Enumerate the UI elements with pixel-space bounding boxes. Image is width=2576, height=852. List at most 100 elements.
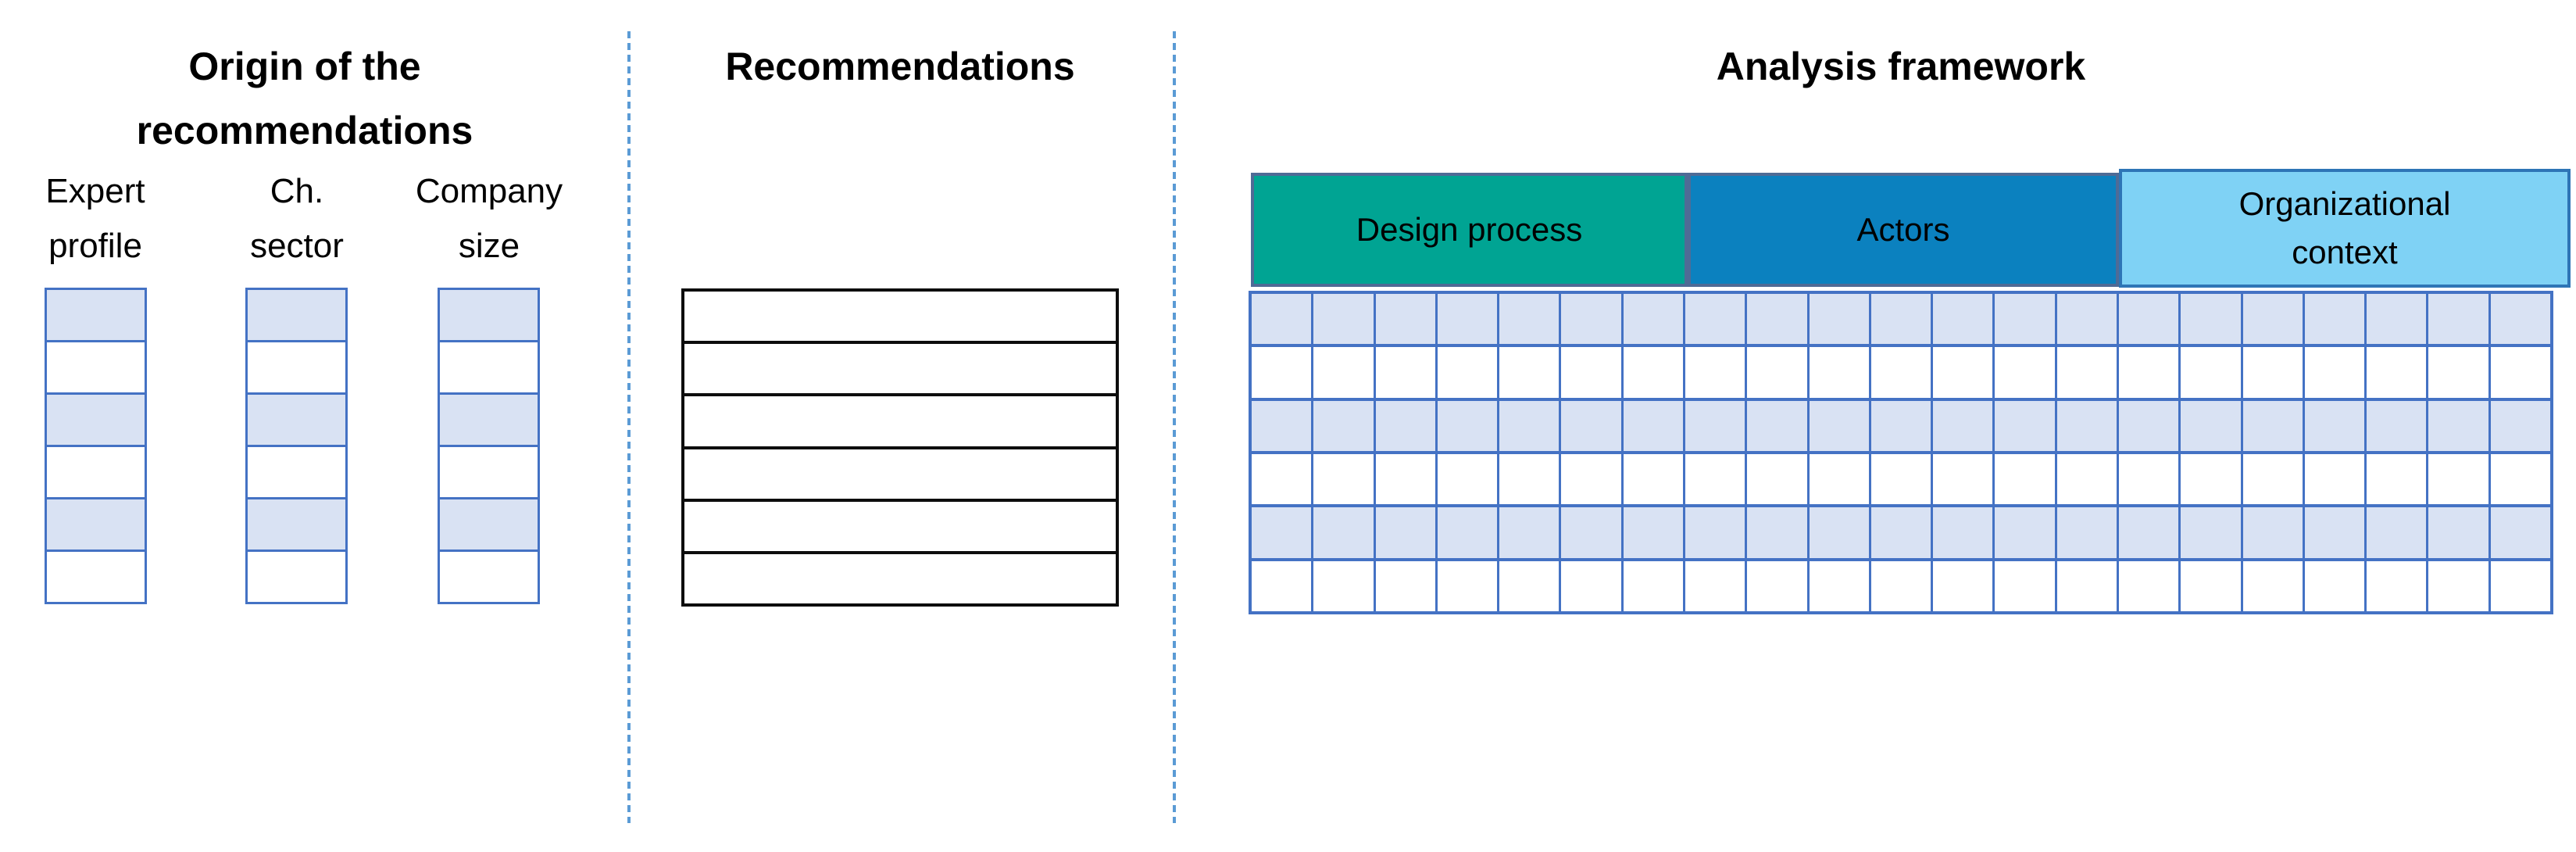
analysis-grid-cell <box>1868 294 1931 345</box>
dashed-separator-left <box>627 31 631 823</box>
origin-column-company-size <box>438 288 540 604</box>
analysis-grid-cell <box>2302 453 2364 505</box>
analysis-grid-cell <box>1434 294 1497 345</box>
analysis-grid-cell <box>2116 294 2178 345</box>
analysis-grid-cell <box>1497 294 1559 345</box>
analysis-grid-cell <box>1252 507 1311 557</box>
column-label-ch-sector: Ch. sector <box>211 164 383 274</box>
analysis-title-text: Analysis framework <box>1716 45 2086 88</box>
analysis-grid-cell <box>2054 560 2117 611</box>
analysis-grid-cell <box>1868 507 1931 558</box>
analysis-grid-cell <box>2364 453 2426 505</box>
analysis-grid-cell <box>1559 453 1620 505</box>
analysis-grid-cell <box>2178 347 2240 398</box>
analysis-grid-row <box>1252 397 2550 451</box>
analysis-grid-cell <box>1868 560 1931 611</box>
analysis-grid-cell <box>1559 560 1620 611</box>
recommendations-row <box>684 341 1116 394</box>
origin-cell <box>440 497 538 550</box>
analysis-grid-cell <box>1620 453 1683 505</box>
recommendations-table <box>681 288 1119 607</box>
analysis-grid-cell <box>2364 294 2426 345</box>
analysis-grid-cell <box>2426 347 2488 398</box>
analysis-grid-cell <box>2302 507 2364 558</box>
analysis-grid-cell <box>2426 400 2488 451</box>
analysis-grid-cell <box>1434 507 1497 558</box>
analysis-grid-cell <box>2116 453 2178 505</box>
recommendations-row <box>684 550 1116 604</box>
analysis-grid-cell <box>1373 294 1435 345</box>
header-label-line: context <box>2292 234 2398 270</box>
analysis-grid-cell <box>2302 347 2364 398</box>
analysis-grid-cell <box>1620 347 1683 398</box>
origin-cell <box>248 290 345 340</box>
analysis-grid-cell <box>1311 400 1373 451</box>
recommendations-section-title: Recommendations <box>673 34 1127 98</box>
analysis-grid-cell <box>1434 560 1497 611</box>
analysis-grid-cell <box>1373 560 1435 611</box>
origin-column-expert-profile <box>45 288 147 604</box>
analysis-grid-cell <box>2116 347 2178 398</box>
analysis-header-design-process: Design process <box>1251 173 1688 287</box>
analysis-grid-cell <box>1620 560 1683 611</box>
origin-cell <box>248 340 345 392</box>
analysis-grid-cell <box>2178 453 2240 505</box>
analysis-grid-cell <box>2054 294 2117 345</box>
analysis-grid-cell <box>2054 400 2117 451</box>
analysis-grid-cell <box>1497 400 1559 451</box>
analysis-grid-cell <box>1868 453 1931 505</box>
analysis-grid-cell <box>1806 453 1869 505</box>
column-label-line: profile <box>48 227 142 265</box>
analysis-grid-cell <box>2488 560 2550 611</box>
origin-cell <box>47 497 145 550</box>
analysis-grid-cell <box>1373 347 1435 398</box>
analysis-grid-cell <box>1373 507 1435 558</box>
analysis-grid-cell <box>1992 294 2054 345</box>
analysis-grid-cell <box>2116 560 2178 611</box>
analysis-grid-cell <box>2488 400 2550 451</box>
origin-cell <box>440 550 538 602</box>
origin-cell <box>248 445 345 497</box>
analysis-grid-cell <box>1745 294 1806 345</box>
analysis-grid-cell <box>2364 507 2426 558</box>
analysis-grid-cell <box>2240 560 2303 611</box>
analysis-grid-cell <box>1745 507 1806 558</box>
analysis-grid-cell <box>1559 294 1620 345</box>
analysis-grid-cell <box>1992 453 2054 505</box>
analysis-grid-cell <box>2178 400 2240 451</box>
origin-column-ch-sector <box>245 288 348 604</box>
analysis-grid-cell <box>2488 507 2550 558</box>
column-label-line: Expert <box>45 172 145 210</box>
analysis-grid-cell <box>1682 294 1745 345</box>
origin-cell <box>248 392 345 445</box>
analysis-grid-cell <box>1252 454 1311 504</box>
analysis-grid-cell <box>2240 347 2303 398</box>
origin-cell <box>248 550 345 602</box>
analysis-grid-cell <box>1620 400 1683 451</box>
analysis-grid-cell <box>2364 347 2426 398</box>
analysis-grid <box>1249 291 2553 614</box>
analysis-grid-row <box>1252 450 2550 505</box>
analysis-grid-cell <box>2426 560 2488 611</box>
analysis-grid-cell <box>1745 453 1806 505</box>
analysis-grid-cell <box>1931 347 1992 398</box>
origin-cell <box>440 445 538 497</box>
analysis-grid-row <box>1252 504 2550 558</box>
recommendations-row <box>684 446 1116 499</box>
column-label-line: Ch. <box>270 172 324 210</box>
analysis-grid-cell <box>1311 507 1373 558</box>
analysis-grid-cell <box>1373 400 1435 451</box>
analysis-grid-row <box>1252 294 2550 345</box>
analysis-grid-cell <box>1497 507 1559 558</box>
origin-title-line-2: recommendations <box>136 109 473 152</box>
header-label-line: Organizational <box>2238 185 2451 222</box>
origin-cell <box>47 445 145 497</box>
analysis-grid-cell <box>1931 507 1992 558</box>
analysis-grid-cell <box>1992 560 2054 611</box>
analysis-grid-cell <box>2054 453 2117 505</box>
analysis-header-organizational-context: Organizational context <box>2119 169 2571 288</box>
analysis-grid-cell <box>1806 560 1869 611</box>
analysis-grid-cell <box>1806 400 1869 451</box>
analysis-grid-cell <box>1434 400 1497 451</box>
analysis-header-actors: Actors <box>1688 173 2119 287</box>
